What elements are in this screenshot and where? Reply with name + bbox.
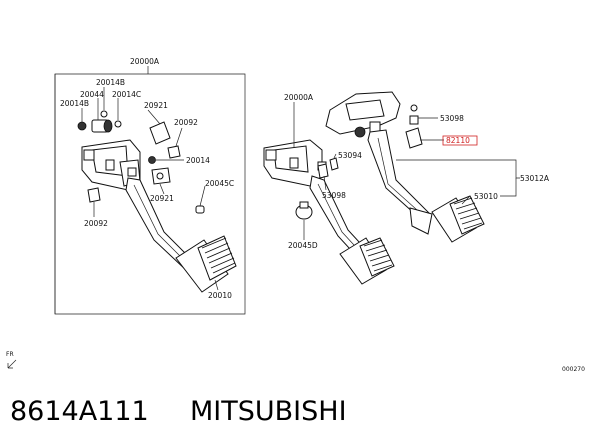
label-20045d[interactable]: 20045D [288, 241, 318, 250]
label-53098-bottom[interactable]: 53098 [322, 191, 346, 200]
left-leader-lines [81, 87, 219, 291]
label-53094[interactable]: 53094 [338, 151, 362, 160]
fr-label: FR [6, 351, 14, 358]
right-pedal-bracket [263, 139, 327, 187]
label-20000a-right[interactable]: 20000A [284, 93, 314, 102]
label-20044[interactable]: 20044 [80, 90, 104, 99]
right-upper-bracket [325, 91, 401, 138]
label-82110[interactable]: 82110 [446, 136, 470, 145]
label-20921-bottom[interactable]: 20921 [150, 194, 174, 203]
left-pedal-pad [175, 235, 237, 293]
label-53098-top[interactable]: 53098 [440, 114, 464, 123]
caption-brand: MITSUBISHI [190, 396, 347, 427]
label-20014b-top[interactable]: 20014B [96, 78, 125, 87]
left-assembly: 20000A [54, 57, 246, 315]
label-20014b-left[interactable]: 20014B [60, 99, 89, 108]
highlight-box-82110 [442, 135, 478, 146]
left-small-parts [77, 110, 205, 214]
right-long-arm [367, 129, 433, 235]
figure-code: 000270 [562, 366, 585, 373]
label-20921-top[interactable]: 20921 [144, 101, 168, 110]
label-20000a-left[interactable]: 20000A [130, 57, 160, 66]
label-53012a[interactable]: 53012A [520, 174, 550, 183]
fr-direction-marker: FR [6, 351, 17, 369]
right-clutch-pad [431, 195, 485, 243]
label-20092-right[interactable]: 20092 [174, 118, 198, 127]
label-20092-bottom[interactable]: 20092 [84, 219, 108, 228]
right-leader-lines [293, 102, 520, 240]
label-20014[interactable]: 20014 [186, 156, 210, 165]
right-brake-pad [339, 237, 395, 285]
caption-part-number: 8614A111 [10, 396, 149, 427]
fr-arrow-icon [7, 359, 17, 369]
right-assembly: 20000A 53098 82110 53094 53098 53012A 53… [263, 91, 550, 285]
right-small-parts [295, 104, 423, 220]
label-20014c[interactable]: 20014C [112, 90, 141, 99]
label-20010[interactable]: 20010 [208, 291, 232, 300]
label-20045c[interactable]: 20045C [205, 179, 234, 188]
label-53010[interactable]: 53010 [474, 192, 498, 201]
